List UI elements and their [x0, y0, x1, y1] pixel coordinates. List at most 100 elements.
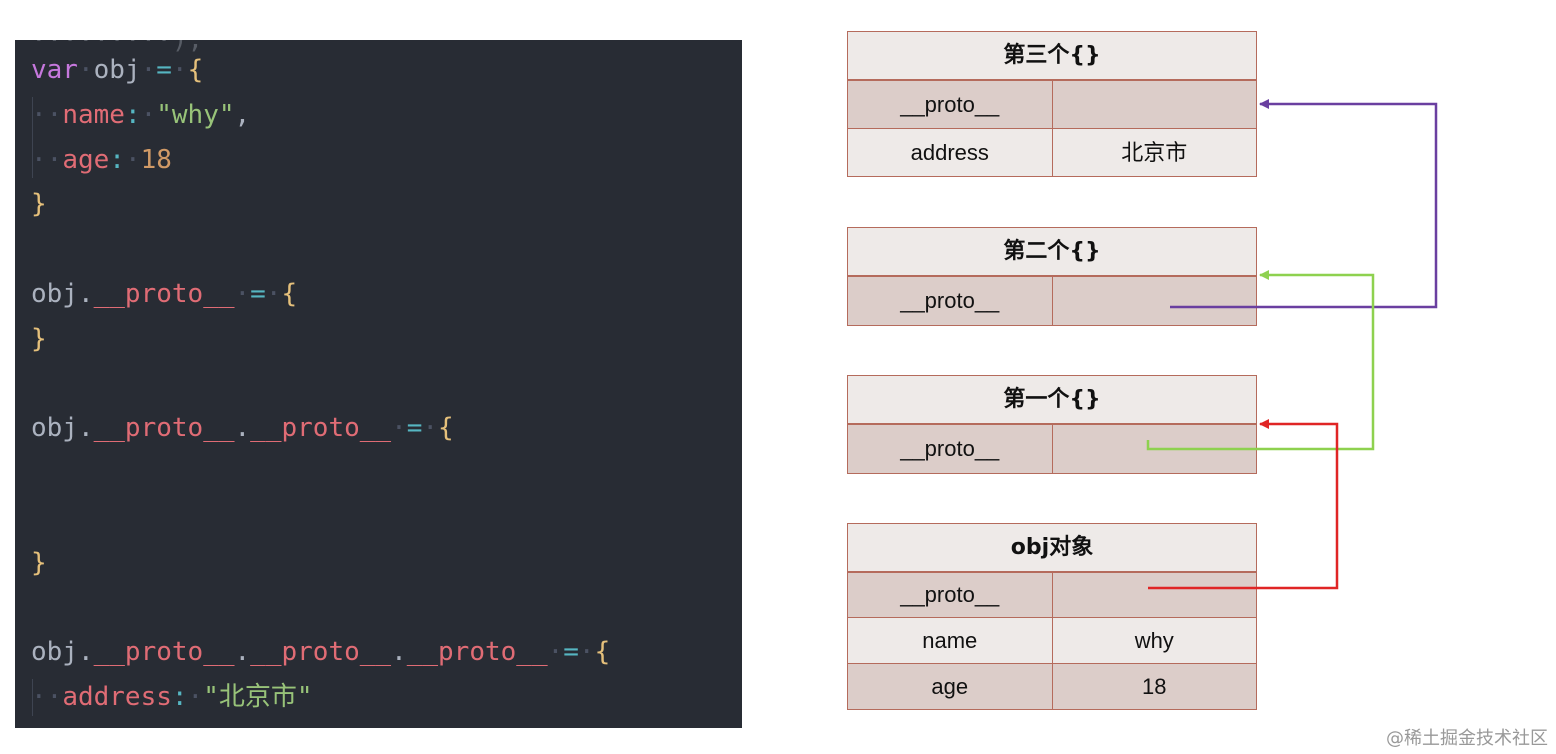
code-token: = — [250, 279, 266, 309]
code-token: { — [438, 413, 454, 444]
code-token: obj — [31, 637, 78, 668]
code-token: . — [77, 279, 94, 309]
code-token: { — [187, 55, 204, 85]
watermark: @稀土掘金技术社区 — [1386, 728, 1548, 749]
code-token: } — [31, 727, 47, 728]
code-token: · — [234, 279, 251, 309]
cell-value — [1051, 425, 1257, 473]
code-line: var·obj·=·{ — [31, 48, 203, 92]
cell-value: 18 — [1051, 664, 1257, 709]
arrow-second-proto-to-third — [1170, 99, 1438, 309]
code-line: ··name:·"why", — [31, 93, 250, 137]
code-token: "why" — [156, 99, 235, 130]
code-token: · — [422, 413, 439, 444]
cell-value — [1051, 573, 1257, 617]
code-token: = — [563, 637, 579, 668]
code-token: } — [31, 189, 47, 220]
code-token: · — [187, 682, 204, 713]
cell-value — [1051, 81, 1257, 128]
code-token: · — [265, 279, 282, 309]
code-token: { — [281, 279, 298, 309]
code-token: = — [156, 55, 172, 85]
code-token: : — [124, 99, 141, 130]
cell-key: address — [910, 140, 989, 165]
code-line: obj.__proto__.__proto__·=·{ — [31, 406, 454, 450]
code-token: · — [77, 55, 94, 85]
code-token: = — [406, 413, 423, 444]
third-object-row-address: address 北京市 — [848, 128, 1256, 176]
obj-object-row-age: age 18 — [848, 663, 1256, 709]
code-token: : — [109, 144, 125, 175]
code-token: 18 — [140, 144, 172, 175]
second-object-row-proto: __proto__ — [848, 276, 1256, 325]
first-object-title: 第一个{} — [848, 376, 1256, 424]
third-object-box: 第三个{} __proto__ address 北京市 — [847, 31, 1257, 177]
cell-value: 北京市 — [1051, 129, 1257, 176]
code-token: · — [391, 413, 407, 444]
code-token: · — [140, 99, 157, 130]
code-token: obj — [93, 55, 141, 85]
cell-key: __proto__ — [900, 582, 1000, 607]
cell-key: __proto__ — [900, 288, 1000, 313]
code-token: . — [391, 637, 407, 668]
obj-object-box: obj对象 __proto__ name why age 18 — [847, 523, 1257, 710]
obj-object-title: obj对象 — [848, 524, 1256, 572]
third-object-row-proto: __proto__ — [848, 80, 1256, 128]
code-token: · — [171, 55, 188, 85]
code-token: · — [547, 637, 564, 668]
code-line: ··address:·"北京市" — [31, 675, 313, 719]
indent-guide — [32, 96, 33, 179]
code-token: } — [31, 547, 47, 578]
code-token: __proto__ — [93, 413, 235, 444]
code-token: obj — [31, 279, 78, 309]
obj-object-row-name: name why — [848, 617, 1256, 663]
second-object-box: 第二个{} __proto__ — [847, 227, 1257, 326]
arrow-obj-proto-to-first — [1148, 419, 1339, 590]
code-line: } — [31, 317, 47, 361]
code-token: __proto__ — [250, 413, 392, 444]
code-token: "北京市" — [203, 682, 313, 713]
code-line: ··age:·18 — [31, 138, 172, 182]
second-object-title: 第二个{} — [848, 228, 1256, 276]
cell-key: __proto__ — [900, 436, 1000, 461]
code-token: name — [62, 99, 125, 130]
third-object-title: 第三个{} — [848, 32, 1256, 80]
code-token: · — [140, 55, 157, 85]
code-token: . — [77, 413, 94, 444]
code-token: . — [77, 637, 94, 668]
code-line: } — [31, 720, 47, 728]
code-token: } — [31, 323, 47, 354]
cell-key: name — [922, 628, 978, 653]
code-token: age — [62, 144, 110, 175]
code-line: } — [31, 182, 47, 226]
code-token: __proto__ — [250, 637, 392, 668]
code-token: . — [234, 637, 251, 668]
code-token: __proto__ — [93, 279, 235, 309]
code-line: obj.__proto__.__proto__.__proto__·=·{ — [31, 630, 610, 674]
cell-value: why — [1051, 618, 1257, 663]
code-token: ·· — [31, 682, 63, 713]
cell-value — [1051, 277, 1257, 325]
code-token: · — [124, 144, 141, 175]
code-token: var — [31, 55, 78, 85]
code-token: __proto__ — [406, 637, 548, 668]
code-token: . — [234, 413, 251, 444]
indent-guide — [32, 679, 33, 716]
code-token: address — [62, 682, 172, 713]
code-token: obj — [31, 413, 78, 444]
code-token: · — [578, 637, 595, 668]
arrow-first-proto-to-second — [1146, 270, 1375, 451]
cell-key: __proto__ — [900, 92, 1000, 117]
code-line: obj.__proto__·=·{ — [31, 272, 297, 316]
code-token: __proto__ — [93, 637, 235, 668]
cell-key: age — [931, 674, 969, 699]
obj-object-row-proto: __proto__ — [848, 572, 1256, 617]
code-token: ·· — [31, 144, 63, 175]
code-line: } — [31, 541, 47, 585]
code-editor: ·········), var·obj·=·{··name:·"why",··a… — [15, 40, 742, 728]
code-token: : — [171, 682, 188, 713]
code-token: ·· — [31, 99, 63, 130]
code-token: , — [234, 99, 251, 130]
code-token: { — [594, 637, 611, 668]
